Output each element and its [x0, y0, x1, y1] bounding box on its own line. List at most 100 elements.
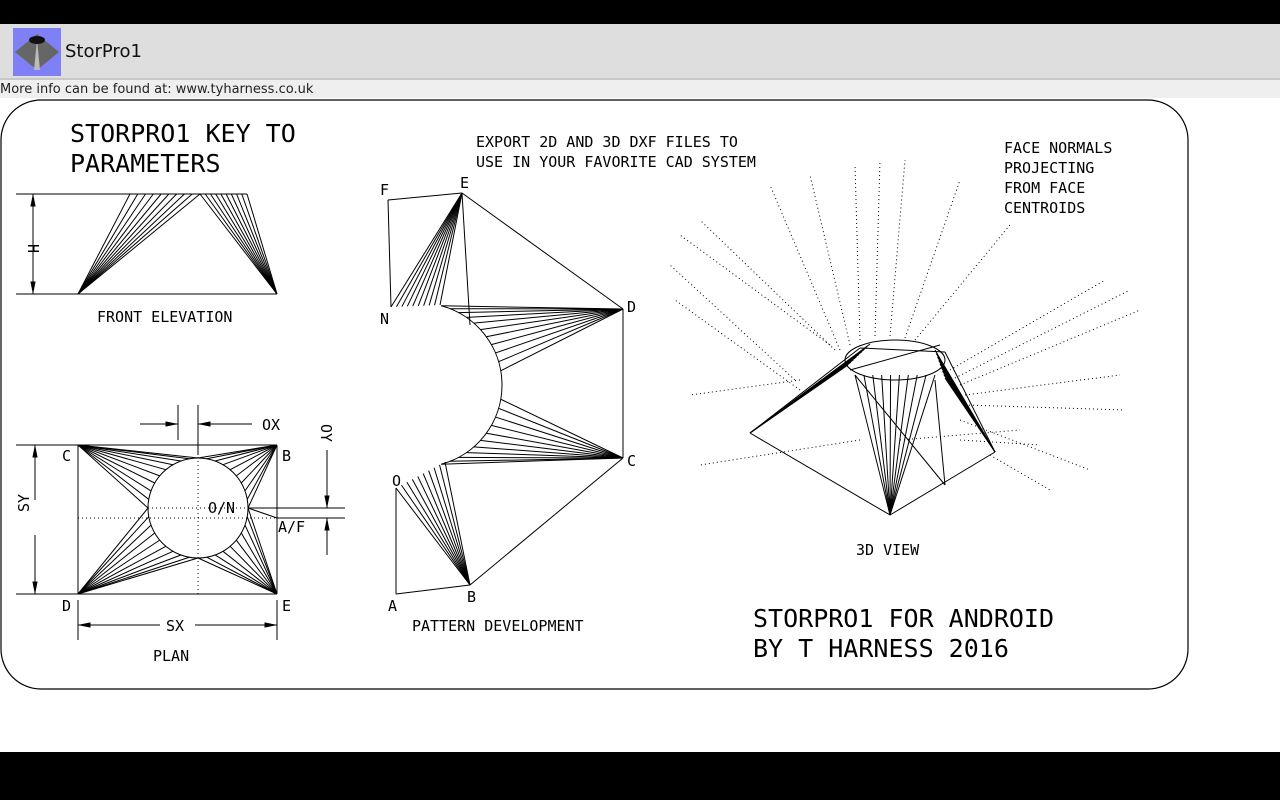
on-label: O/N: [208, 499, 235, 517]
front-elevation-label: FRONT ELEVATION: [97, 308, 232, 326]
drawing-line: [77, 193, 178, 295]
drawing-line: [461, 192, 624, 310]
drawing-line: [229, 444, 278, 471]
drawing-line: [889, 159, 906, 337]
drawing-line: [423, 192, 463, 306]
drawing-line: [387, 192, 463, 201]
drawing-line: [406, 481, 471, 586]
drawing-line: [914, 224, 1011, 341]
export-note: USE IN YOUR FAVORITE CAD SYSTEM: [476, 153, 756, 171]
arrow-icon: [165, 421, 177, 427]
drawing-line: [466, 308, 624, 318]
drawing-line: [244, 524, 278, 595]
drawing-line: [210, 193, 278, 295]
drawing-line: [77, 556, 190, 595]
drawing-line: [899, 429, 1021, 441]
drawing-line: [439, 192, 463, 306]
drawing-line: [889, 374, 909, 516]
drawing-line: [422, 473, 471, 586]
drawing-line: [387, 199, 392, 308]
af-label: A/F: [278, 518, 305, 536]
credit-line: STORPRO1 FOR ANDROID: [753, 604, 1054, 633]
drawing-line: [480, 308, 624, 331]
3d-view-label: 3D VIEW: [856, 541, 920, 559]
drawing-line: [854, 374, 891, 516]
drawing-line: [401, 192, 463, 307]
drawing-line: [881, 374, 891, 516]
drawing-line: [240, 444, 278, 484]
drawing-line: [77, 557, 199, 595]
drawing-line: [77, 193, 131, 295]
arrow-icon: [32, 446, 38, 458]
credit-line: BY T HARNESS 2016: [753, 634, 1009, 663]
drawing-line: [461, 192, 471, 326]
drawing-line: [214, 554, 278, 595]
plan-e-label: E: [282, 597, 291, 615]
normals-note: PROJECTING: [1004, 159, 1094, 177]
arrow-icon: [324, 519, 330, 531]
drawing-line: [247, 507, 278, 595]
drawing-line: [77, 193, 162, 295]
drawing-line: [749, 432, 891, 516]
oy-label: OY: [317, 424, 335, 442]
status-bar: [0, 0, 1280, 24]
drawing-line: [854, 374, 946, 486]
diagram-title: PARAMETERS: [70, 149, 221, 178]
drawing-line: [215, 193, 278, 295]
drawing-line: [889, 374, 918, 516]
drawing-line: [77, 524, 152, 595]
plan-d-label: D: [62, 597, 71, 615]
drawing-line: [77, 444, 181, 462]
drawing-line: [244, 444, 278, 492]
drawing-line: [77, 444, 149, 509]
drawing-line: [495, 308, 624, 354]
drawing-line: [444, 461, 471, 586]
ox-label: OX: [262, 416, 280, 434]
drawing-line: [401, 484, 471, 586]
drawing-line: [206, 556, 278, 595]
drawing-line: [500, 398, 624, 459]
arrow-icon: [30, 195, 36, 207]
drawing-line: [495, 416, 624, 459]
app-logo-icon[interactable]: [13, 28, 61, 76]
drawing-line: [458, 456, 624, 459]
drawing-line: [77, 444, 152, 492]
drawing-line: [240, 532, 278, 595]
arrow-icon: [32, 581, 38, 593]
drawing-line: [396, 192, 463, 308]
drawing-line: [412, 192, 463, 307]
info-text: More info can be found at: www.tyharness…: [0, 80, 1280, 98]
drawing-line: [849, 344, 941, 371]
drawing-line: [197, 557, 278, 595]
drawing-line: [77, 444, 174, 466]
drawing-line: [206, 444, 278, 460]
drawing-line: [77, 444, 155, 484]
drawing-line: [77, 193, 185, 295]
pattern-d-label: D: [627, 298, 636, 316]
drawing-line: [491, 424, 624, 459]
navigation-bar: [0, 752, 1280, 800]
sy-label: SY: [15, 494, 33, 512]
arrow-icon: [324, 495, 330, 507]
drawing-line: [498, 407, 624, 459]
drawing-line: [428, 470, 471, 586]
drawing-line: [964, 404, 1126, 411]
drawing-line: [77, 444, 166, 471]
drawing-line: [395, 584, 471, 595]
drawing-line: [77, 444, 150, 500]
drawing-line: [417, 476, 471, 586]
pattern-development-label: PATTERN DEVELOPMENT: [412, 617, 584, 635]
drawing-line: [674, 299, 801, 391]
drawing-line: [77, 550, 174, 595]
drawing-line: [77, 545, 167, 595]
drawing-line: [749, 343, 871, 434]
pattern-f-label: F: [380, 181, 389, 199]
pattern-n-label: N: [380, 310, 389, 328]
drawing-line: [235, 539, 278, 595]
drawing-line: [77, 507, 149, 595]
drawing-line: [944, 351, 996, 453]
drawing-line: [77, 193, 201, 295]
drawing-line: [889, 374, 927, 516]
drawing-line: [944, 377, 996, 453]
drawing-line: [247, 507, 278, 519]
